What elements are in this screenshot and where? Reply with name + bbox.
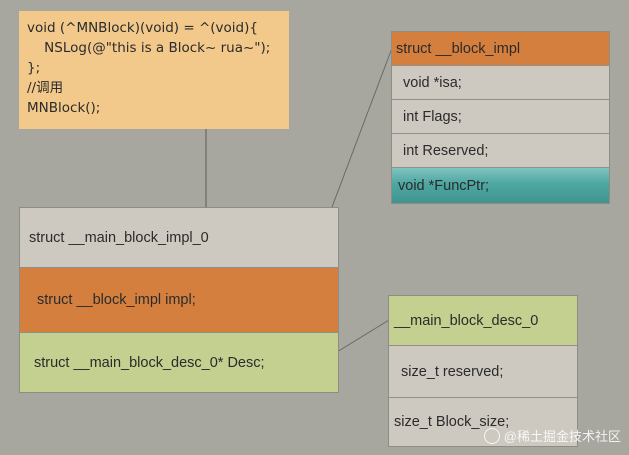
- desc-pointer-field: struct __main_block_desc_0* Desc;: [20, 333, 338, 392]
- reserved-field: int Reserved;: [392, 134, 609, 168]
- code-snippet-box: void (^MNBlock)(void) = ^(void){ NSLog(@…: [19, 11, 289, 129]
- juejin-logo-icon: [483, 427, 500, 444]
- code-line: };: [27, 60, 41, 76]
- block-impl-struct-box: struct __block_impl void *isa; int Flags…: [391, 31, 610, 204]
- isa-field: void *isa;: [392, 66, 609, 100]
- flags-field: int Flags;: [392, 100, 609, 134]
- watermark-text: @稀土掘金技术社区: [503, 429, 621, 444]
- watermark: @稀土掘金技术社区: [483, 426, 621, 445]
- main-block-impl-struct-box: struct __main_block_impl_0 struct __bloc…: [19, 207, 339, 393]
- code-line: void (^MNBlock)(void) = ^(void){: [27, 20, 258, 36]
- code-line: NSLog(@"this is a Block~ rua~");: [27, 40, 271, 56]
- main-block-desc-header: __main_block_desc_0: [389, 296, 577, 346]
- code-line: //调用: [27, 80, 64, 96]
- block-impl-header: struct __block_impl: [392, 32, 609, 66]
- block-size-field: size_t Block_size;: [389, 398, 577, 446]
- impl-field: struct __block_impl impl;: [20, 268, 338, 333]
- funcptr-field: void *FuncPtr;: [392, 168, 609, 203]
- code-line: MNBlock();: [27, 100, 101, 116]
- main-block-impl-header: struct __main_block_impl_0: [20, 208, 338, 268]
- main-block-desc-struct-box: __main_block_desc_0 size_t reserved; siz…: [388, 295, 578, 447]
- desc-reserved-field: size_t reserved;: [389, 346, 577, 398]
